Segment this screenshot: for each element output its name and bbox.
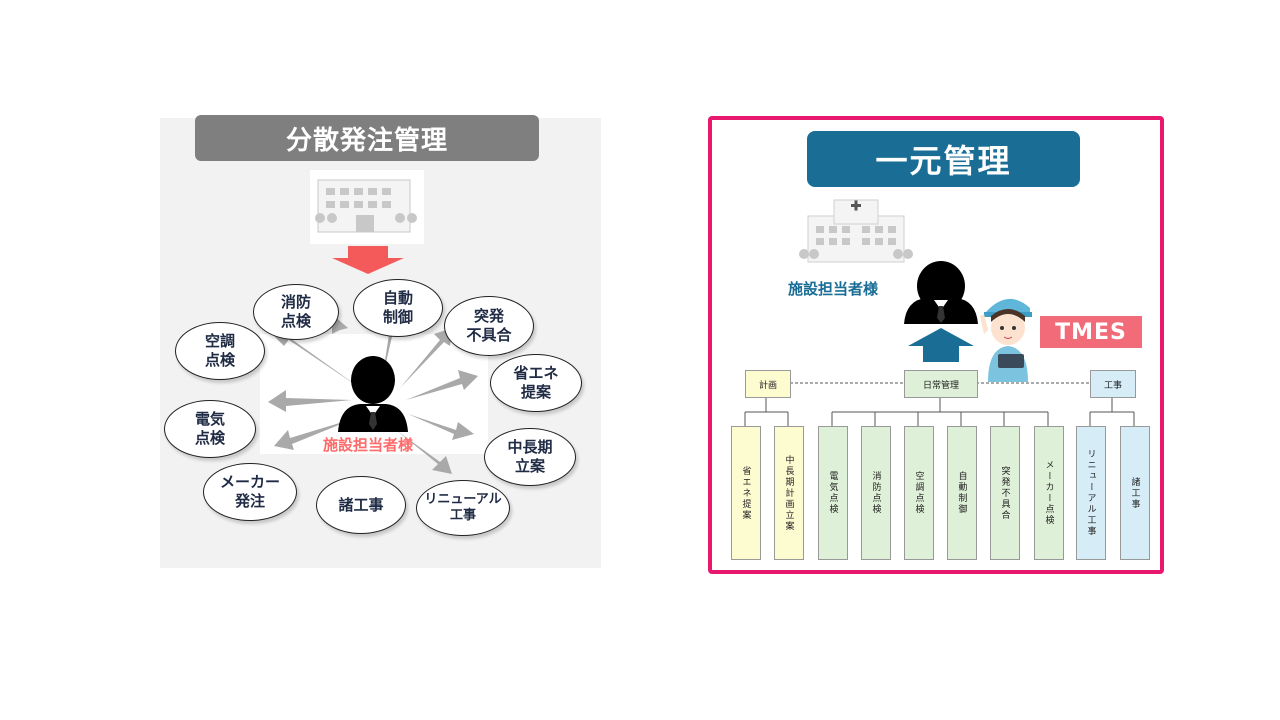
column-fire-inspection: 消防点検 — [861, 426, 891, 560]
blue-up-arrow — [908, 328, 974, 362]
hospital-icon — [799, 199, 913, 263]
person-icon — [904, 261, 978, 324]
tmes-badge: TMES — [1040, 316, 1142, 348]
bubble-misc-works: 諸工事 — [316, 476, 406, 534]
bubble-maker-order: メーカー 発注 — [203, 463, 297, 521]
bubble-sudden-failure: 突発 不具合 — [444, 296, 534, 356]
left-diagram-graphics — [260, 170, 488, 474]
bubble-renewal-works: リニューアル 工事 — [416, 480, 510, 536]
header-works: 工事 — [1090, 370, 1136, 398]
building-icon — [310, 170, 424, 244]
bubble-auto-control: 自動 制御 — [353, 279, 443, 337]
bubble-energy-saving: 省エネ 提案 — [490, 354, 582, 412]
connector-lines — [744, 382, 1135, 426]
column-hvac-inspection: 空調点検 — [904, 426, 934, 560]
bubble-fire-inspection: 消防 点検 — [253, 284, 339, 340]
left-title: 分散発注管理 — [195, 115, 539, 161]
header-daily-management: 日常管理 — [904, 370, 978, 398]
left-manager-label: 施設担当者様 — [322, 436, 413, 454]
column-auto-control: 自動制御 — [947, 426, 977, 560]
bubble-electrical-inspection: 電気 点検 — [164, 400, 256, 458]
red-down-arrow — [332, 246, 404, 274]
person-icon — [338, 356, 408, 432]
right-title: 一元管理 — [807, 131, 1080, 187]
column-electrical-inspection: 電気点検 — [818, 426, 848, 560]
bubble-hvac-inspection: 空調 点検 — [175, 322, 265, 380]
column-sudden-failure: 突発不具合 — [990, 426, 1020, 560]
column-energy-saving-proposal: 省エネ提案 — [731, 426, 761, 560]
column-misc-works: 諸工事 — [1120, 426, 1150, 560]
worker-icon — [980, 298, 1032, 382]
column-maker-inspection: メーカー点検 — [1034, 426, 1064, 560]
bubble-midlong-planning: 中長期 立案 — [484, 428, 576, 486]
header-plan: 計画 — [745, 370, 791, 398]
column-midlong-plan: 中長期計画立案 — [774, 426, 804, 560]
right-diagram-graphics — [744, 199, 1135, 426]
right-manager-label: 施設担当者様 — [788, 280, 879, 298]
column-renewal-works: リニューアル工事 — [1076, 426, 1106, 560]
